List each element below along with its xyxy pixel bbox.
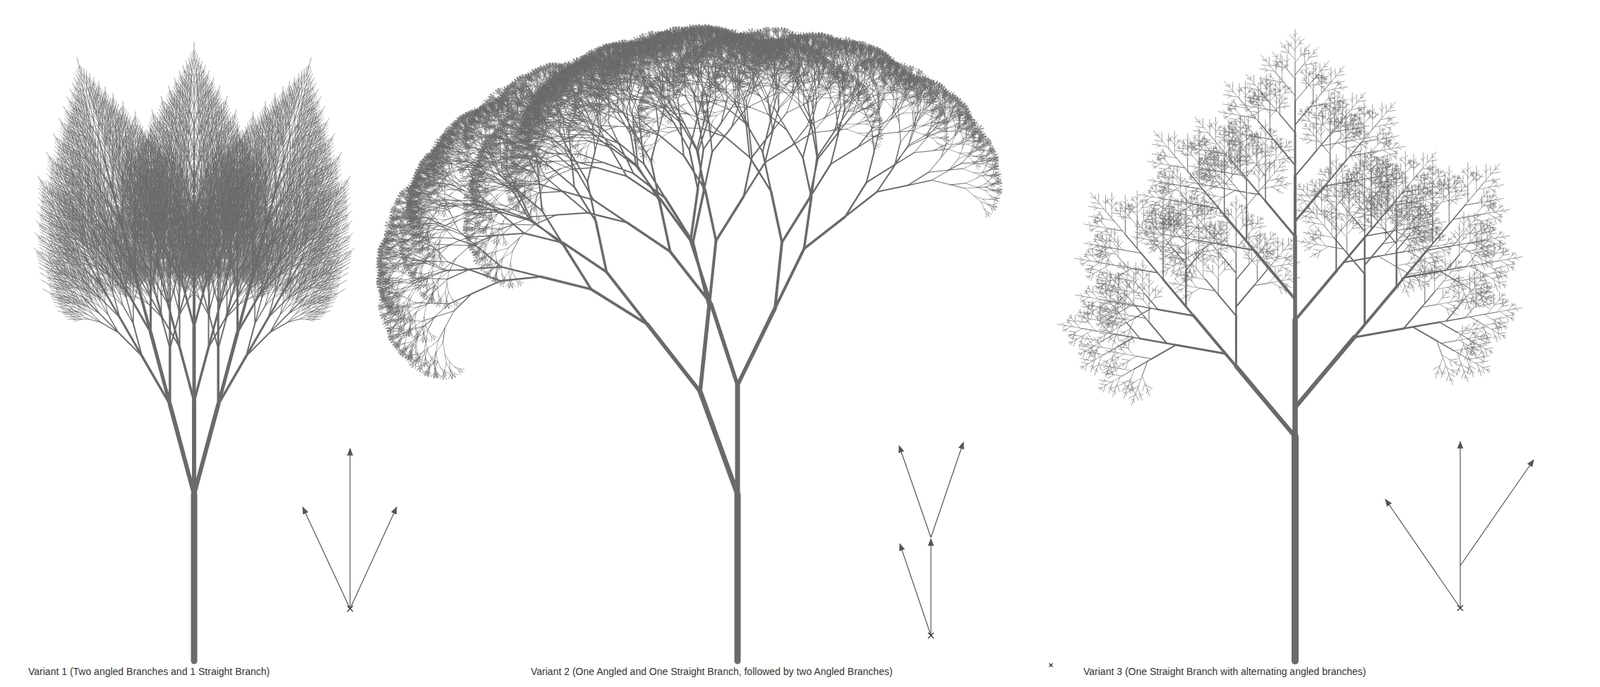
branch [445,93,932,312]
caption-holder: Variant 3 (One Straight Branch with alte… [1083,666,1367,679]
fractal-tree [376,23,1003,662]
branch [1292,236,1298,321]
schematic-arrow [899,544,931,636]
origin-mark [1049,664,1054,668]
schematic-arrow [1385,499,1461,609]
origin-mark [347,606,353,612]
branch [191,494,198,662]
branch [1082,62,1498,377]
origin-marks [347,605,1464,668]
fractal-tree [1057,28,1524,662]
branch [170,401,219,495]
schematic-arrow [930,539,931,636]
branch [412,60,966,344]
branch [1114,79,1466,370]
fractal-tree [33,42,356,662]
branch [1292,320,1298,437]
branch [500,149,877,282]
branch [540,189,845,291]
origin-mark [1457,605,1464,612]
branch [734,494,742,662]
schematic-arrow [350,507,397,610]
schematic-arrow [930,442,964,538]
variant-caption: Variant 1 (Two angled Branches and 1 Str… [28,666,270,679]
branch [151,326,238,405]
caption-holder: Variant 1 (Two angled Branches and 1 Str… [28,666,270,679]
branch [1057,28,1524,406]
origin-mark [928,633,934,639]
schematic-arrow [899,446,931,538]
branch [700,385,738,495]
branch [1291,436,1299,662]
variant-caption: Variant 3 (One Straight Branch with alte… [1083,666,1367,679]
schematic-arrow [349,448,351,610]
branch [376,23,1003,380]
caption-holder: Variant 2 (One Angled and One Straight B… [530,666,893,679]
schematic-arrow [302,507,351,610]
branch [647,304,775,392]
branch [470,118,908,295]
branch-schematic [302,441,1534,636]
branch [135,267,254,334]
schematic-arrow [1459,441,1461,609]
schematic-arrow [1460,460,1534,567]
variant-caption: Variant 2 (One Angled and One Straight B… [530,666,893,679]
